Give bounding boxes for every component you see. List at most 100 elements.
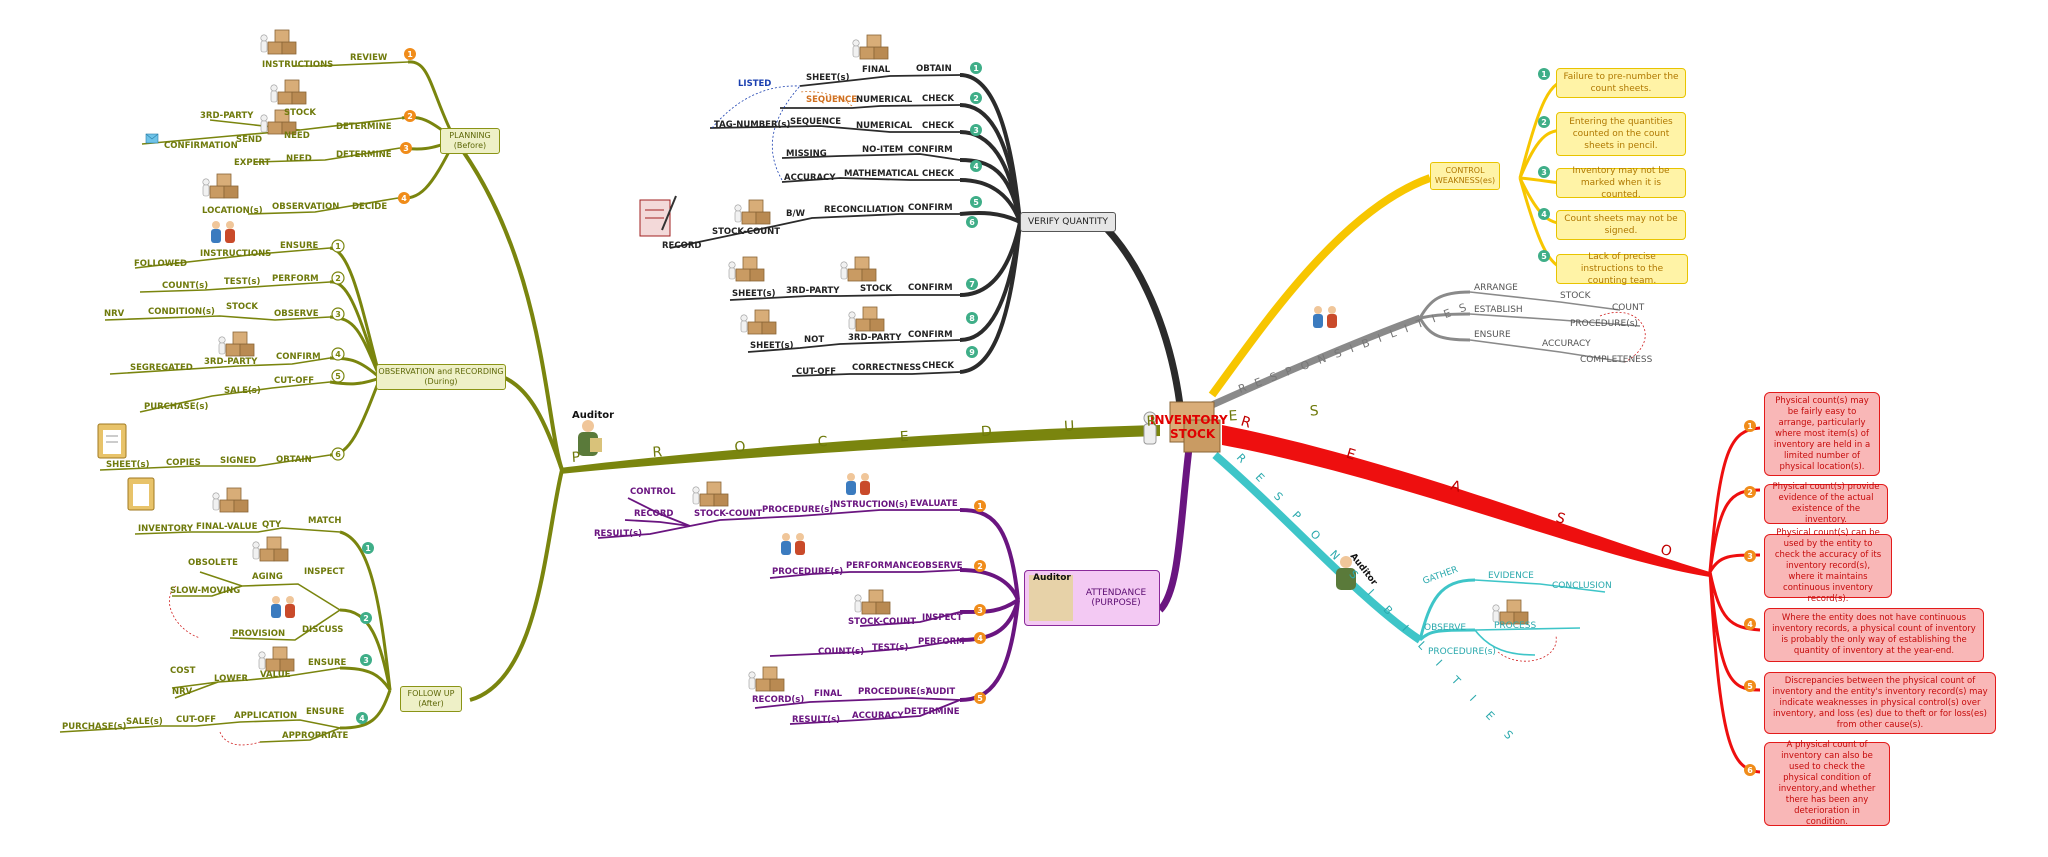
fu-4-appropriate: APPROPRIATE [282, 731, 348, 741]
obs-2-counts: COUNT(s) [162, 281, 208, 291]
vq-6-stockcount: STOCK-COUNT [712, 227, 780, 237]
planning-2-need: NEED [284, 131, 310, 141]
boxes-icon [728, 256, 765, 282]
number-badge: 2 [974, 560, 986, 572]
planning-3-need: NEED [286, 154, 312, 164]
svg-text:5: 5 [335, 372, 341, 381]
fu-3-nrv: NRV [172, 687, 193, 697]
gray-arrange: ARRANGE [1474, 283, 1518, 293]
att-5-accuracy: ACCURACY [852, 711, 904, 721]
vq-2-check: CHECK [922, 94, 954, 104]
vq-7-sheets: SHEET(s) [732, 289, 776, 299]
svg-text:5: 5 [1541, 252, 1547, 261]
att-4-perform: PERFORM [918, 637, 965, 647]
vq-3-sequence: SEQUENCE [790, 117, 841, 127]
boxes-icon [740, 309, 777, 335]
svg-text:8: 8 [969, 314, 975, 323]
svg-text:6: 6 [969, 218, 975, 227]
number-badge: 4 [356, 712, 368, 724]
verify-quantity-node[interactable]: VERIFY QUANTITY [1020, 212, 1116, 232]
attendance-title: ATTENDANCE [1085, 588, 1147, 598]
teal-conclusion: CONCLUSION [1552, 581, 1612, 591]
fu-2-obsolete: OBSOLETE [188, 558, 238, 568]
observation-sub: (During) [424, 377, 458, 386]
obs-1-ensure: ENSURE [280, 241, 318, 251]
att-5-records: RECORD(s) [752, 695, 804, 705]
obs-3-stock: STOCK [226, 302, 258, 312]
number-badge: 5 [1538, 250, 1550, 262]
number-badge: 8 [966, 312, 978, 324]
obs-4-3rdparty: 3RD-PARTY [204, 357, 258, 367]
vq-8-not: NOT [804, 335, 824, 345]
number-badge: 4 [970, 160, 982, 172]
vq-5-check: CHECK [922, 169, 954, 179]
number-badge: 1 [1744, 420, 1756, 432]
vq-3-listed: LISTED [738, 79, 771, 89]
fu-1-finalvalue: FINAL-VALUE [196, 522, 258, 532]
vq-6-record: RECORD [662, 241, 701, 251]
boxes-icon [840, 256, 877, 282]
gray-procedures: PROCEDURE(s) [1570, 319, 1638, 329]
fu-1-qty: QTY [262, 520, 282, 530]
number-badge: 5 [970, 196, 982, 208]
vq-9-check: CHECK [922, 361, 954, 371]
obs-6-copies: COPIES [166, 458, 201, 468]
svg-text:4: 4 [359, 714, 365, 723]
planning-4-decide: DECIDE [352, 202, 387, 212]
svg-text:5: 5 [1747, 682, 1753, 691]
gray-ensure: ENSURE [1474, 330, 1511, 340]
teal-observe: OBSERVE [1424, 623, 1466, 633]
vq-8-sheets: SHEET(s) [750, 341, 794, 351]
planning-2-3rdparty: 3RD-PARTY [200, 111, 254, 121]
number-badge: 3 [970, 124, 982, 136]
vq-3-check: CHECK [922, 121, 954, 131]
boxes-icon [270, 79, 307, 105]
weakness-note-2: Entering the quantities counted on the c… [1556, 112, 1686, 156]
planning-2-confirmation: CONFIRMATION [164, 141, 238, 151]
fu-3-value: VALUE [260, 670, 291, 680]
observation-node[interactable]: OBSERVATION and RECORDING(During) [376, 364, 506, 390]
attendance-auditor-label: Auditor [1033, 573, 1071, 583]
clipboard-icon [97, 423, 127, 459]
obs-4-confirm: CONFIRM [276, 352, 321, 362]
verify-quantity-title: VERIFY QUANTITY [1028, 217, 1108, 227]
vq-9-cutoff: CUT-OFF [796, 367, 836, 377]
gray-completeness: COMPLETENESS [1580, 355, 1653, 365]
svg-text:6: 6 [335, 450, 341, 459]
vq-8-3rdparty: 3RD-PARTY [848, 333, 902, 343]
vq-1-final: FINAL [862, 65, 891, 75]
svg-text:1: 1 [407, 50, 413, 59]
fu-4-purchases: PURCHASE(s) [62, 722, 126, 732]
svg-text:3: 3 [1747, 552, 1753, 561]
auditor-figure [1336, 556, 1356, 590]
reason-note-6: A physical count of inventory can also b… [1764, 740, 1890, 827]
obs-6-obtain: OBTAIN [276, 455, 312, 465]
planning-node[interactable]: PLANNING(Before) [440, 128, 500, 154]
responsibilities-gray-branch [1210, 314, 1422, 409]
obs-2-perform: PERFORM [272, 274, 319, 284]
fu-2-inspect: INSPECT [304, 567, 345, 577]
weakness-note-4: Count sheets may not be signed. [1556, 210, 1686, 240]
fu-4-ensure: ENSURE [306, 707, 344, 717]
obs-5-sales: SALE(s) [224, 386, 261, 396]
fu-4-cutoff: CUT-OFF [176, 715, 216, 725]
planning-2-determine: DETERMINE [336, 122, 392, 132]
number-badge: 7 [966, 278, 978, 290]
att-1-control: CONTROL [630, 487, 676, 497]
followup-node[interactable]: FOLLOW UP(After) [400, 686, 462, 712]
number-badge: 3 [974, 604, 986, 616]
number-badge: 6 [1744, 764, 1756, 776]
vq-6-reconciliation: RECONCILIATION [824, 205, 904, 215]
central-topic[interactable]: INVENTORY STOCK [1143, 401, 1228, 453]
fu-2-aging: AGING [252, 572, 283, 582]
att-5-determine: DETERMINE [904, 707, 960, 717]
number-badge: 4 [974, 632, 986, 644]
number-badge: 2 [360, 612, 372, 624]
planning-3-determine: DETERMINE [336, 150, 392, 160]
fu-3-ensure: ENSURE [308, 658, 346, 668]
svg-text:3: 3 [403, 144, 409, 153]
number-badge: 9 [966, 346, 978, 358]
attendance-node[interactable]: Auditor ATTENDANCE(PURPOSE) [1024, 570, 1160, 626]
vq-7-stock: STOCK [860, 284, 892, 294]
